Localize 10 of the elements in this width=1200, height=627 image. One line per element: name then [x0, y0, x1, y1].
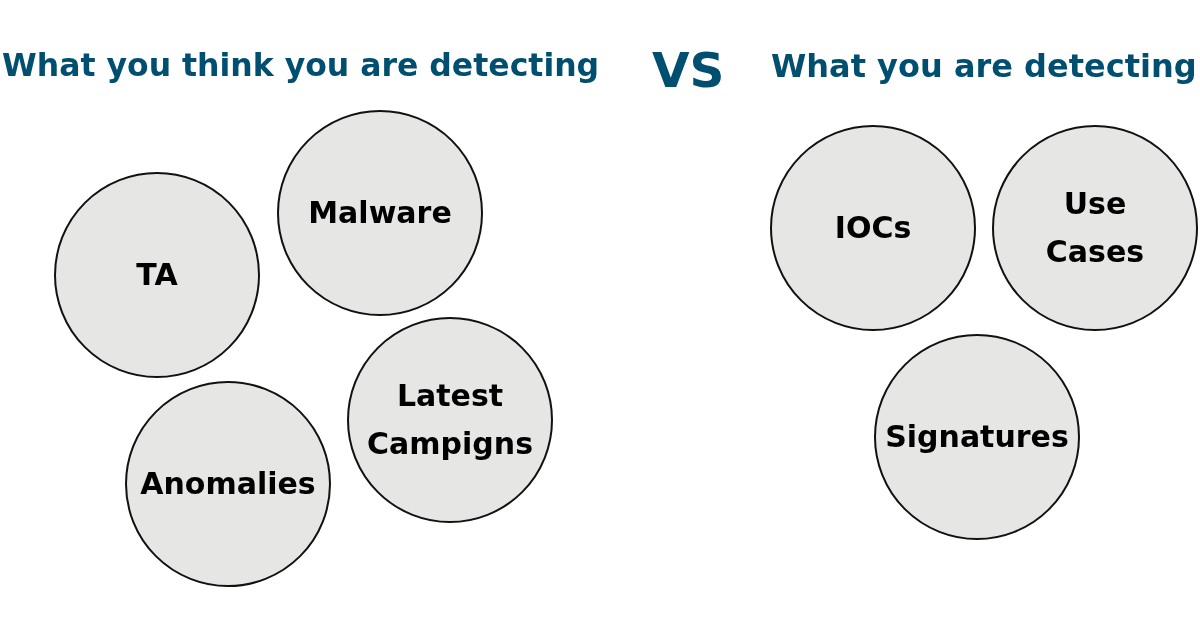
circle-label: Use Cases	[1044, 185, 1146, 271]
circle-label: Malware	[307, 194, 453, 232]
circle-label: TA	[135, 256, 179, 294]
circle-label: Anomalies	[139, 465, 317, 503]
circle-label: Latest Campigns	[366, 377, 534, 463]
column-heading: What you are detecting	[771, 47, 1197, 86]
column-heading: What you think you are detecting	[2, 47, 600, 85]
versus-label: VS	[652, 41, 725, 100]
circle-label: Signatures	[884, 418, 1070, 456]
circle-label: IOCs	[833, 209, 913, 247]
